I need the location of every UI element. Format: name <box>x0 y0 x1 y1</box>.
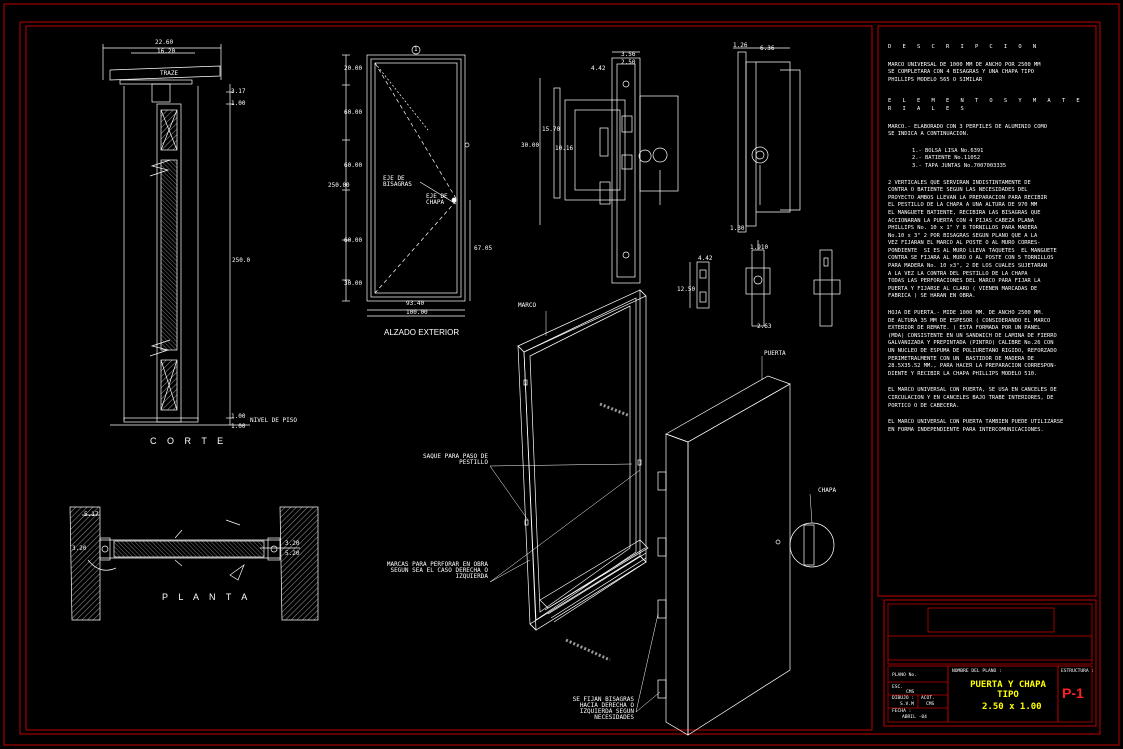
lock-dim-6: 10.16 <box>555 145 574 152</box>
leader-lines <box>489 311 813 713</box>
alzado-dim-1: 20.00 <box>344 65 363 72</box>
planta-dim-3: 3.20 <box>285 540 300 547</box>
title-block-lines <box>887 603 1093 723</box>
planta-dim-4: 5.20 <box>285 550 300 557</box>
sheet-code: P-1 <box>1062 685 1084 701</box>
materials-list-item: 1.- BOLSA LISA No.6391 <box>912 147 984 154</box>
nombre-label: NOMBRE DEL PLANO : <box>952 669 1002 674</box>
outer-border <box>3 3 1120 746</box>
drawing-area-border <box>25 25 873 731</box>
description-text: MARCO UNIVERSAL DE 1000 MM DE ANCHO POR … <box>888 61 1041 83</box>
intercom-paragraph: EL MARCO UNIVERSAL CON PUERTA TAMBIEN PU… <box>888 419 1064 433</box>
corte-dim-4: 3.17 <box>231 88 246 95</box>
lock-dim-4: 15.70 <box>542 126 561 133</box>
dibujo-label: DIBUJO : <box>892 696 915 701</box>
lock-dim-5: 30.00 <box>521 142 540 149</box>
acot-value: CMS <box>926 702 935 707</box>
alzado-dim-5: 60.00 <box>344 237 363 244</box>
corte-floor-level: NIVEL DE PISO <box>250 417 297 424</box>
alzado-dim-7: 67.05 <box>474 245 493 252</box>
lock-dim-3: 2.50 <box>621 59 636 66</box>
hoja-paragraph: HOJA DE PUERTA.- MIDE 1000 MM. DE ANCHO … <box>888 310 1057 377</box>
materials-intro: MARCO.- ELABORADO CON 3 PERFILES DE ALUM… <box>888 123 1048 138</box>
corte-dim-5: 1.00 <box>231 100 246 107</box>
fecha-label: FECHA : <box>892 709 912 714</box>
materials-heading: E L E M E N T O S Y M A T E R I A L E S <box>888 98 1084 112</box>
spec-area-border <box>877 25 1097 597</box>
corte-dim-2: 16.20 <box>157 48 176 55</box>
alzado-dim-2: 60.00 <box>344 109 363 116</box>
iso-label-saque: SAQUE PARA PASO DE PESTILLO <box>422 453 488 466</box>
esc-label: ESC. <box>892 685 904 690</box>
alzado-dim-4: 250.00 <box>328 182 350 189</box>
iso-label-marcas: MARCAS PARA PERFORAR EN OBRA SEGUN SEA E… <box>386 561 488 580</box>
isometric-frame <box>517 289 649 662</box>
canceles-paragraph: EL MARCO UNIVERSAL CON PUERTA, SE USA EN… <box>888 387 1057 409</box>
hinge-dim-4: 2.63 <box>757 323 772 330</box>
nombre-value: PUERTA Y CHAPA TIPO <box>970 680 1046 700</box>
alzado-marker: 1 <box>414 46 418 53</box>
lock-dim-9: 1.30 <box>730 225 745 232</box>
size-value: 2.50 x 1.00 <box>982 702 1042 712</box>
planta-dim-2: 3.20 <box>72 545 87 552</box>
lock-dim-1: 3.56 <box>621 51 636 58</box>
hinge-dim-1: 4.42 <box>698 255 713 262</box>
dibujo-value: S.V.M <box>900 702 914 707</box>
lock-dim-2: 4.42 <box>591 65 606 72</box>
planta-section <box>69 506 319 621</box>
alzado-dim-8: 93.40 <box>406 300 425 307</box>
alzado-note-hinge-axis: EJE DE BISAGRAS <box>383 175 412 188</box>
hinge-dim-3: 1.910 <box>750 244 769 251</box>
estructura-label: ESTRUCTURA : <box>1061 669 1095 674</box>
corte-title: C O R T E <box>150 436 228 446</box>
planta-title: P L A N T A <box>162 592 252 602</box>
alzado-title: ALZADO EXTERIOR <box>384 328 460 337</box>
materials-list-item: 3.- TAPA JUNTAS No.7007003335 <box>912 162 1007 169</box>
alzado-note-lock-axis: EJE DE CHAPA <box>426 193 448 206</box>
hinge-dim-2: 12.50 <box>677 286 696 293</box>
verticales-paragraph: 2 VERTICALES QUE SERVIRAN INDISTINTAMENT… <box>888 179 1057 300</box>
lock-dim-7: 1.26 <box>733 42 748 49</box>
title-block-border <box>883 599 1097 727</box>
corte-section <box>102 44 250 426</box>
iso-label-marco: MARCO <box>518 302 537 309</box>
description-heading: D E S C R I P C I O N <box>888 44 1041 50</box>
corte-dim-8: 1.00 <box>231 423 246 430</box>
lock-detail <box>539 47 801 284</box>
alzado-dim-3: 60.00 <box>344 162 363 169</box>
iso-label-puerta: PUERTA <box>764 350 786 357</box>
alzado-dim-6: 30.00 <box>344 280 363 287</box>
fecha-value: ABRIL -04 <box>902 715 927 720</box>
corte-dim-3: TRAZE <box>160 70 179 77</box>
materials-list: 1.- BOLSA LISA No.6391 2.- BATIENTE No.1… <box>912 148 1093 171</box>
specification-panel: D E S C R I P C I O N MARCO UNIVERSAL DE… <box>888 44 1093 443</box>
plano-no-label: PLANO No. <box>892 673 917 678</box>
inner-border <box>19 21 1101 735</box>
iso-label-bisagras: SE FIJAN BISAGRAS HACIA DERECHA O IZQUIE… <box>572 696 634 721</box>
hinge-details <box>689 240 841 327</box>
acot-label: ACOT. <box>921 696 935 701</box>
corte-dim-1: 22.60 <box>155 39 174 46</box>
planta-dim-1: 5.17 <box>84 511 99 518</box>
esc-value: CMS <box>906 690 915 695</box>
materials-list-item: 2.- BATIENTE No.11052 <box>912 155 981 162</box>
lock-dim-8: 6.36 <box>760 45 775 52</box>
corte-dim-7: 1.00 <box>231 413 246 420</box>
iso-label-chapa: CHAPA <box>818 487 837 494</box>
corte-dim-6: 250.0 <box>232 257 251 264</box>
alzado-dim-9: 100.00 <box>406 309 428 316</box>
alzado-exterior-view <box>342 45 471 317</box>
door-leaf <box>657 375 835 736</box>
